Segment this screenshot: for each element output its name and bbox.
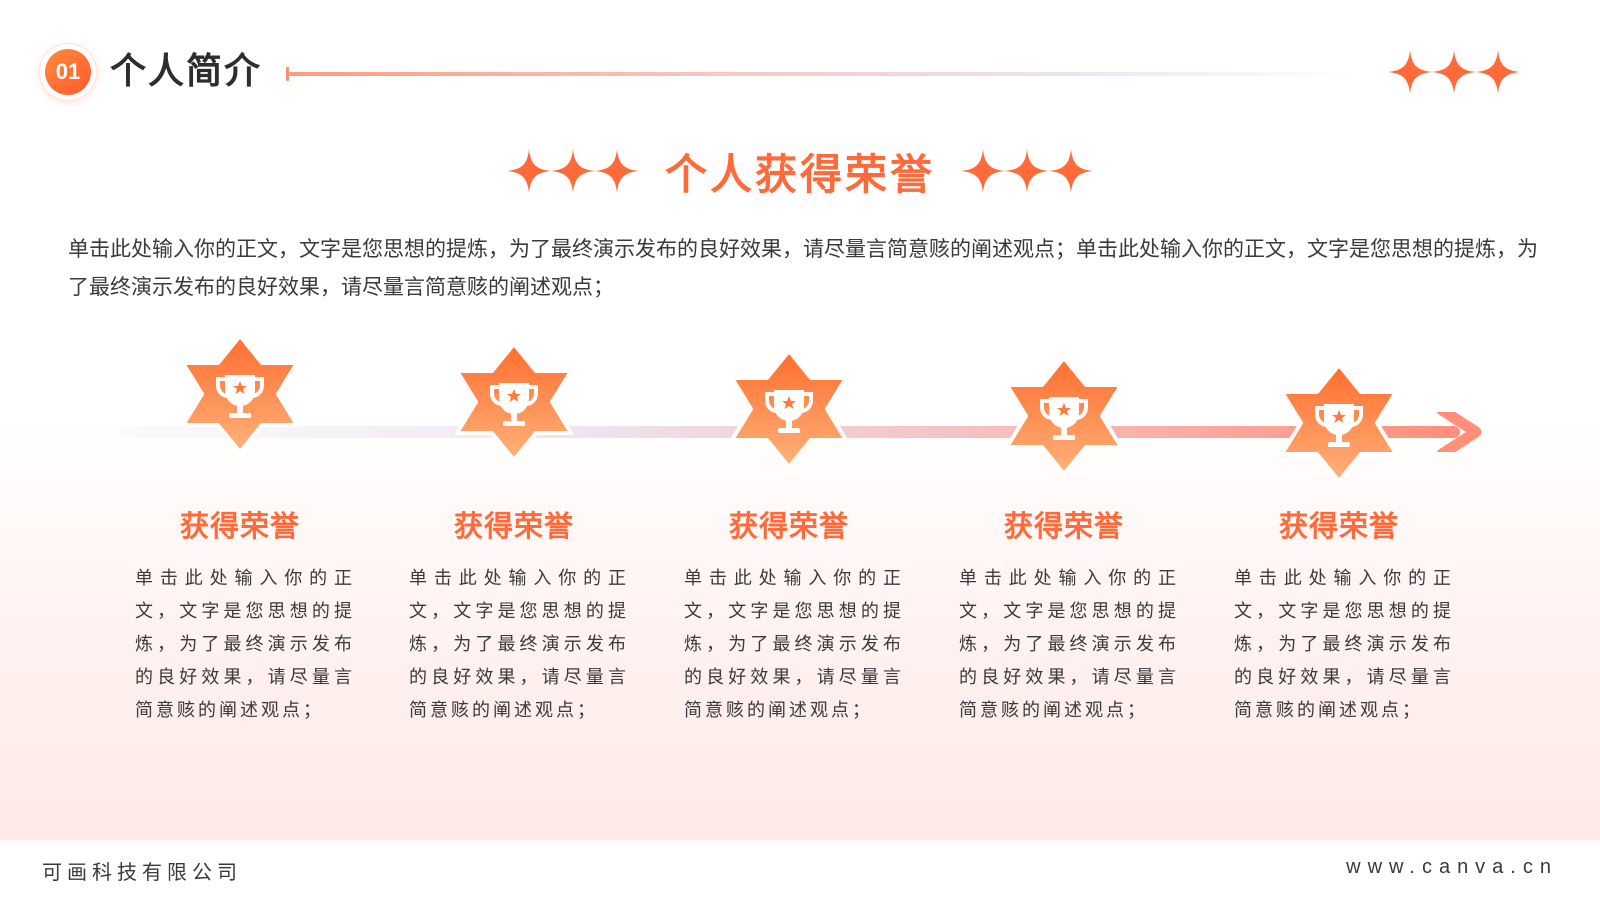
trophy-icon bbox=[490, 383, 538, 426]
award-title: 获得荣誉 bbox=[179, 509, 300, 543]
sparkle-icon bbox=[1005, 149, 1049, 193]
title-right-stars bbox=[961, 149, 1093, 193]
trophy-icon bbox=[1040, 397, 1088, 440]
award-description: 单击此处输入你的正文，文字是您思想的提炼，为了最终演示发布的良好效果，请尽量言简… bbox=[684, 568, 904, 721]
award-title: 获得荣誉 bbox=[1278, 509, 1399, 543]
page-title: 个人获得荣誉 bbox=[664, 149, 935, 199]
header-divider bbox=[288, 72, 1358, 76]
section-title: 个人简介 bbox=[110, 51, 263, 92]
trophy-icon bbox=[216, 375, 264, 418]
award-description: 单击此处输入你的正文，文字是您思想的提炼，为了最终演示发布的良好效果，请尽量言简… bbox=[135, 568, 355, 721]
award-description: 单击此处输入你的正文，文字是您思想的提炼，为了最终演示发布的良好效果，请尽量言简… bbox=[409, 568, 629, 721]
award-title: 获得荣誉 bbox=[453, 509, 574, 543]
sparkle-icon bbox=[1049, 149, 1093, 193]
award-badge bbox=[455, 342, 573, 462]
footer-website[interactable]: www.canva.cn bbox=[1346, 856, 1558, 878]
award-badge bbox=[1005, 356, 1123, 476]
intro-paragraph: 单击此处输入你的正文，文字是您思想的提炼，为了最终演示发布的良好效果，请尽量言简… bbox=[68, 237, 1538, 299]
sparkle-icon bbox=[1432, 50, 1476, 94]
sparkle-icon bbox=[506, 149, 551, 193]
sparkle-icon bbox=[594, 149, 639, 193]
main-title-row: 个人获得荣誉 bbox=[0, 136, 1600, 206]
award-description: 单击此处输入你的正文，文字是您思想的提炼，为了最终演示发布的良好效果，请尽量言简… bbox=[1234, 568, 1454, 721]
section-number-badge: 01 bbox=[40, 44, 96, 100]
sparkle-icon bbox=[1476, 50, 1520, 94]
section-number: 01 bbox=[45, 49, 91, 95]
award-badge bbox=[730, 349, 848, 469]
footer-company: 可画科技有限公司 bbox=[42, 860, 242, 884]
sparkle-icon bbox=[961, 149, 1005, 193]
award-badge bbox=[181, 334, 299, 454]
trophy-icon bbox=[1315, 404, 1363, 447]
award-badge bbox=[1280, 363, 1398, 483]
award-title: 获得荣誉 bbox=[1003, 509, 1124, 543]
header-stars-decoration bbox=[1388, 50, 1520, 94]
title-left-stars bbox=[506, 149, 639, 193]
trophy-icon bbox=[765, 390, 813, 433]
award-description: 单击此处输入你的正文，文字是您思想的提炼，为了最终演示发布的良好效果，请尽量言简… bbox=[959, 568, 1179, 721]
sparkle-icon bbox=[550, 149, 595, 193]
header-divider-cap bbox=[286, 67, 289, 81]
sparkle-icon bbox=[1388, 50, 1432, 94]
award-title: 获得荣誉 bbox=[728, 509, 849, 543]
